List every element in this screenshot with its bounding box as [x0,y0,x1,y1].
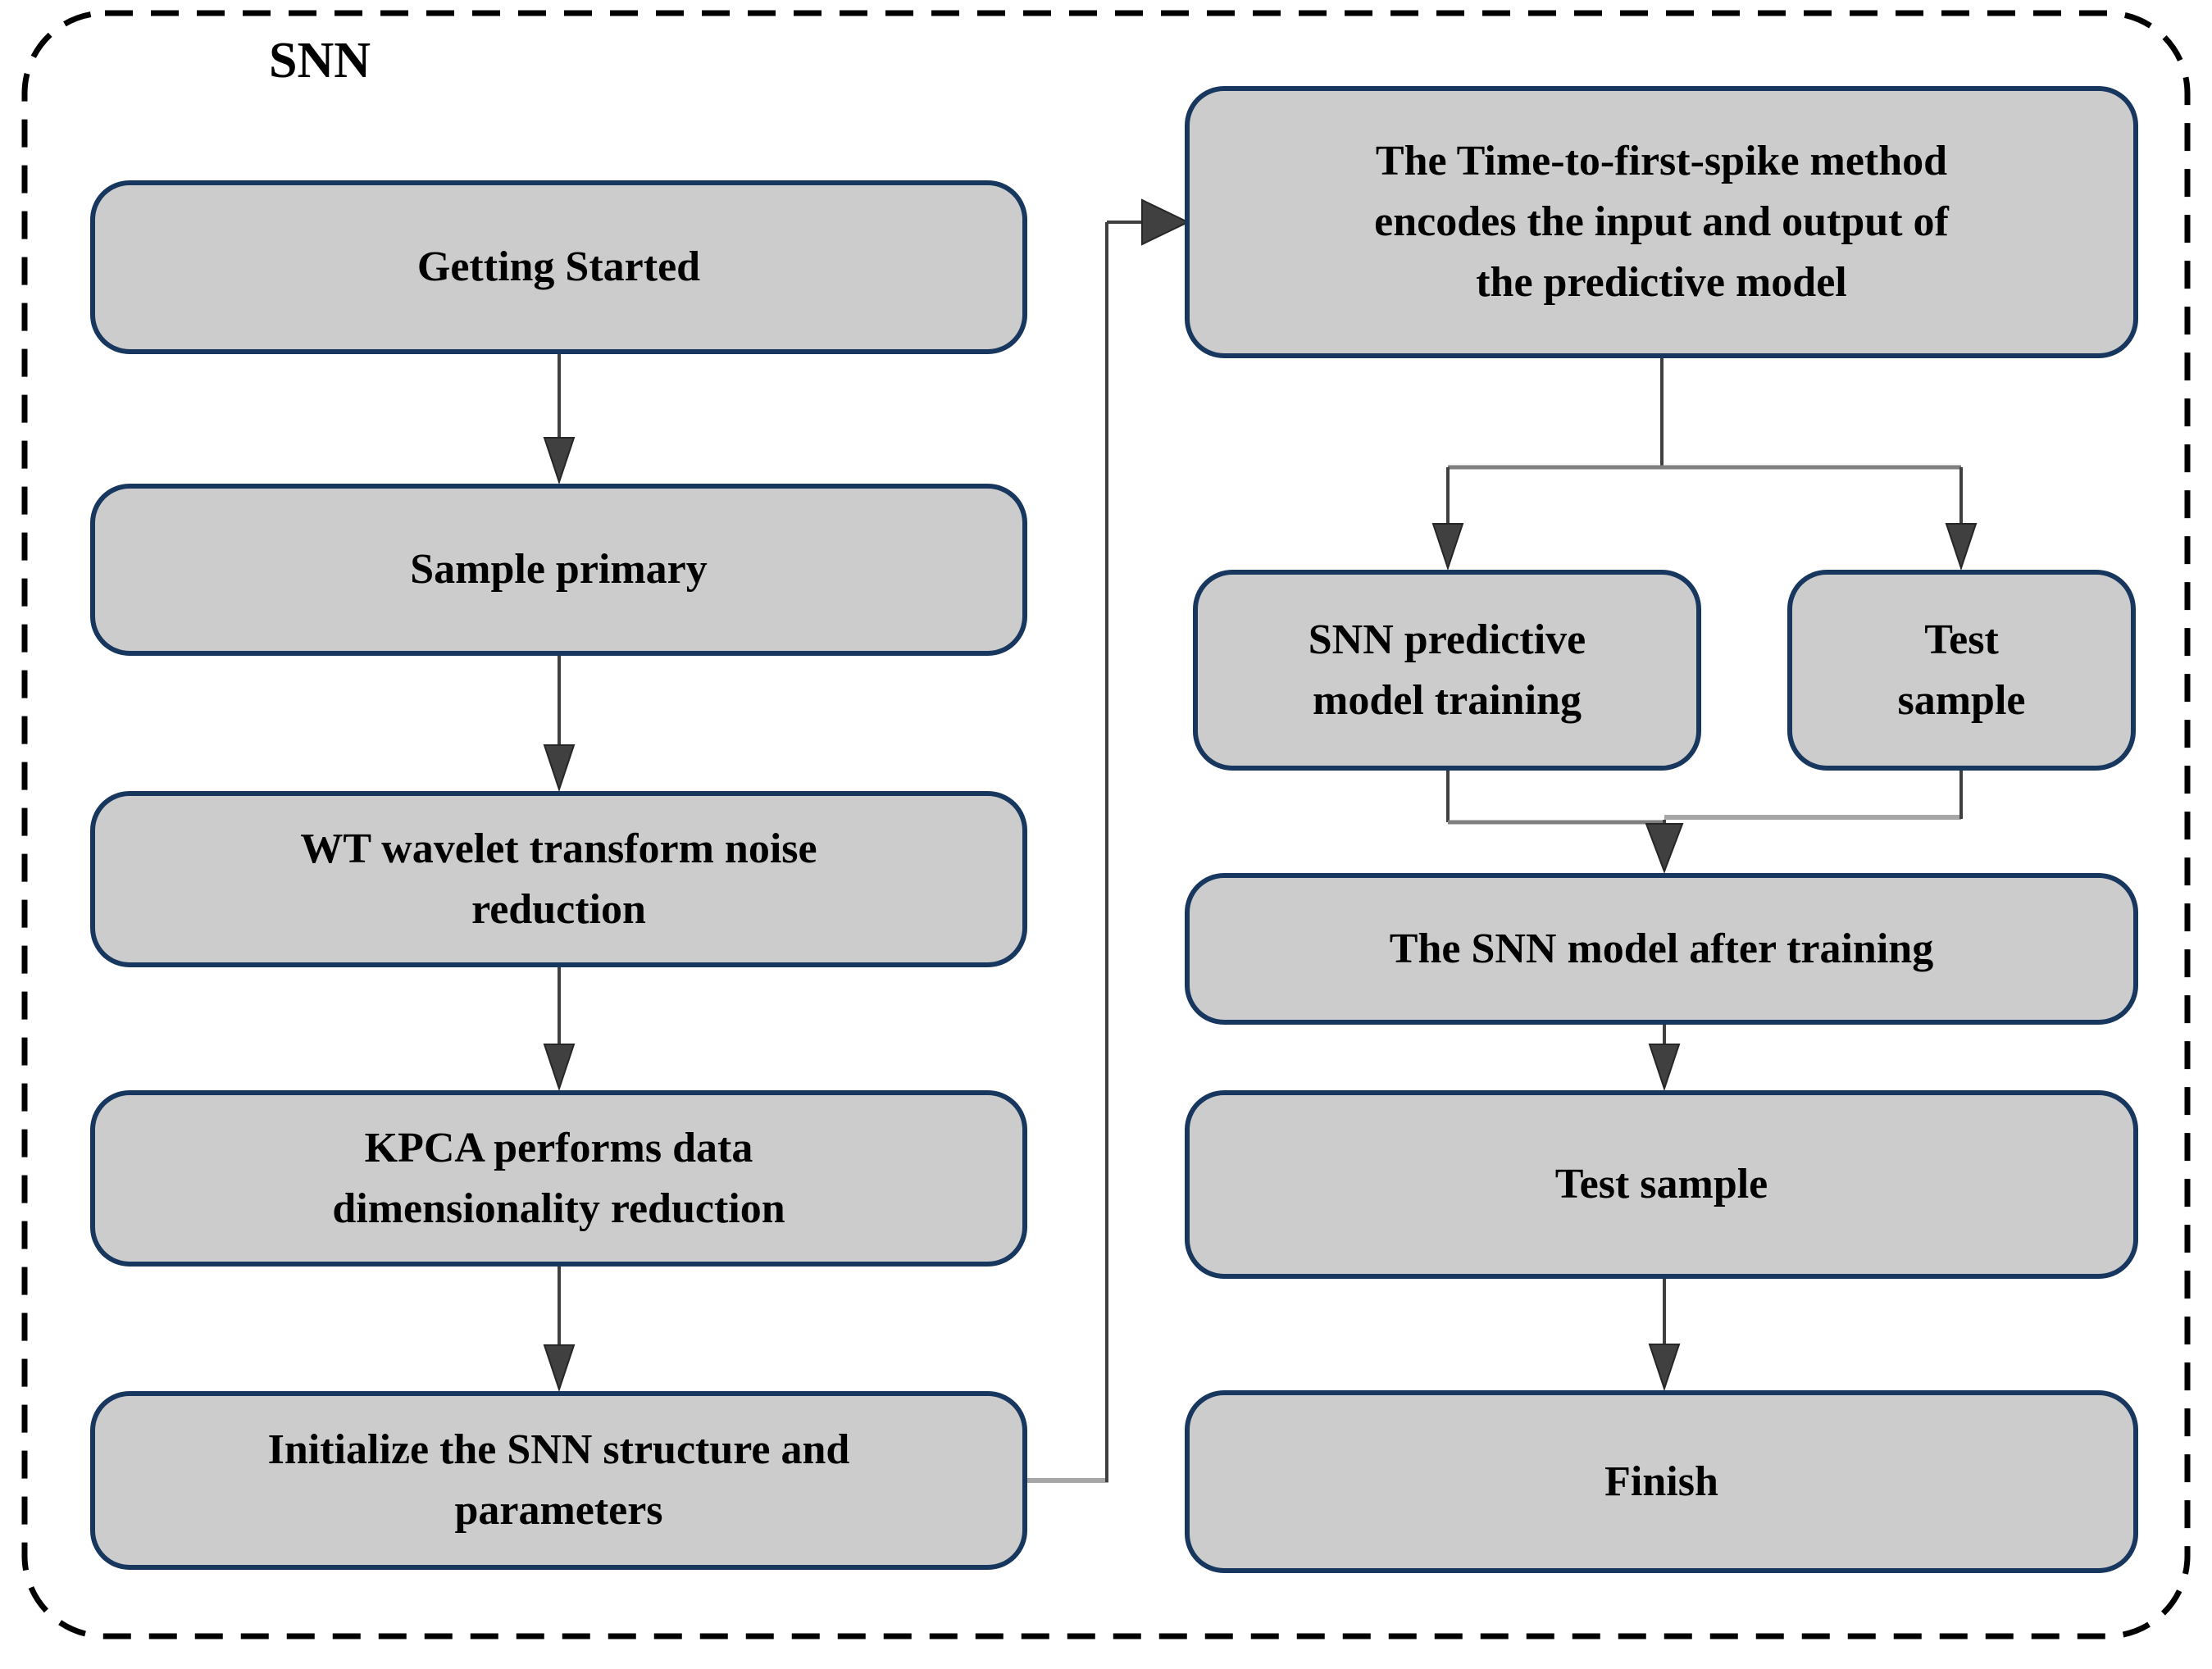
arrow-snn-after-to-test-sample [1648,1025,1681,1092]
arrowhead-down-icon [543,1344,576,1393]
node-test-sample-bottom: Test sample [1185,1090,2138,1279]
arrow-wt-to-kpca [543,967,576,1092]
node-snn-model-after-training: The SNN model after training [1185,873,2138,1025]
node-getting-started: Getting Started [90,180,1027,354]
diagram-title: SNN [268,33,371,89]
connector-initialize-to-ttfs [1027,198,1190,1483]
dashed-boundary [21,10,2191,1639]
arrowhead-down-icon [543,1044,576,1092]
arrowhead-down-icon [1431,523,1464,571]
arrow-kpca-to-initialize [543,1267,576,1393]
arrowhead-down-icon [1648,1344,1681,1392]
node-test-sample-top: Test sample [1787,570,2136,771]
arrowhead-down-icon [1648,1044,1681,1092]
arrowhead-down-icon [1645,823,1684,874]
node-kpca-dimensionality-reduction: KPCA performs data dimensionality reduct… [90,1090,1027,1267]
merge-training-and-test-to-snn-after [1446,771,1963,874]
node-ttfs-encoding: The Time-to-first-spike method encodes t… [1185,86,2138,358]
arrow-test-sample-to-finish [1648,1279,1681,1392]
fork-ttfs-to-training-and-test [1431,358,1978,571]
arrowhead-right-icon [1141,198,1190,246]
arrowhead-down-icon [543,437,576,485]
node-wt-wavelet-transform: WT wavelet transform noise reduction [90,791,1027,967]
arrowhead-down-icon [543,744,576,793]
arrowhead-down-icon [1945,523,1978,571]
node-sample-primary: Sample primary [90,484,1027,656]
node-initialize-snn-structure: Initialize the SNN structure and paramet… [90,1391,1027,1570]
arrow-getting-started-to-sample-primary [543,354,576,485]
node-finish: Finish [1185,1390,2138,1573]
arrow-sample-primary-to-wt [543,656,576,793]
node-snn-predictive-model-training: SNN predictive model training [1193,570,1701,771]
